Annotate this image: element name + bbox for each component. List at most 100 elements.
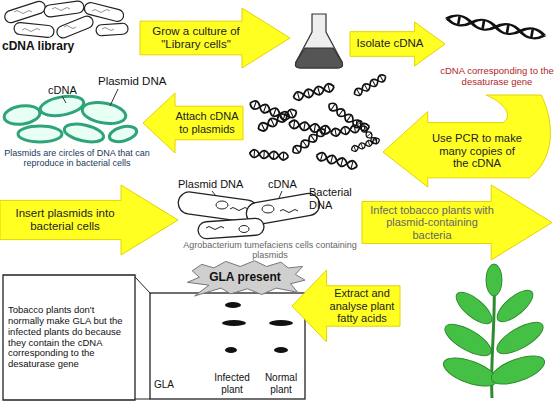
step-arrow: Grow a culture of "Library cells" [140,8,290,68]
step-arrow: Use PCR to make many copies of the cDNA [383,95,555,187]
cdna-copies [353,73,388,97]
text-area: GLA present [200,267,290,289]
agrobacterium-cells [206,227,224,230]
part-label: Plasmid DNA [178,178,258,191]
chromatogram [225,302,241,308]
step-arrow: Insert plasmids into bacterial cells [0,185,178,255]
plasmid-rings [3,104,41,127]
tobacco-plant [440,264,548,392]
note-text: Agrobacterium tumefaciens cells containi… [180,240,360,261]
axis-label: GLA [154,379,184,391]
library-bacteria [92,10,110,13]
step-arrow-text: Attach cDNA to plasmids [173,110,241,135]
step-arrow-outline [140,8,290,68]
agrobacterium-cells [239,226,249,233]
culture-flask [296,14,343,68]
step-arrow-text: Grow a culture of "Library cells" [146,25,246,51]
step-arrow-outline [350,22,445,66]
cdna-copies [249,73,388,170]
text-wrap: Extract and analyse plant fatty acids [326,287,398,325]
library-bacteria [102,28,114,31]
chromatogram [222,302,293,353]
result-burst: GLA present [185,260,305,296]
plasmid-rings [18,126,62,142]
library-bacteria [3,0,128,40]
agrobacterium-cells [230,208,248,211]
chromatogram [150,293,305,399]
step-arrow-text: Insert plasmids into bacterial cells [6,207,124,233]
library-bacteria [22,29,40,32]
chromatogram [225,347,237,353]
library-bacteria [96,23,129,36]
text-area: Tobacco plants don't normally make GLA b… [8,279,130,396]
text-wrap: Insert plasmids into bacterial cells [6,207,124,233]
plasmid-rings [81,99,128,126]
agrobacterium-cells [177,191,321,240]
step-arrow-text: Extract and analyse plant fatty acids [326,287,398,325]
library-bacteria [64,26,76,29]
step-arrow-outline [0,185,178,255]
text-area: Use PCR to make many copies of the cDNA [431,125,523,177]
cdna-copies [292,82,335,101]
step-arrow-outline [362,185,552,260]
part-label: Plasmid DNA [98,75,178,88]
callout-lines [135,277,150,293]
cdna-copies [249,149,289,160]
step-arrow-outline [143,93,243,153]
text-area: Insert plasmids into bacterial cells [6,200,124,240]
text-wrap: Tobacco plants don't normally make GLA b… [8,305,130,371]
chromatogram [150,293,305,399]
chromatogram [222,320,246,326]
note-text: Plasmids are circles of DNA that can rep… [2,148,152,169]
step-arrow-text: Infect tobacco plants with plasmid-conta… [368,204,496,242]
library-bacteria [14,8,114,32]
agrobacterium-cells [216,201,228,209]
part-label: cDNA library [2,40,112,54]
text-wrap: Attach cDNA to plasmids [173,110,241,135]
culture-flask [296,14,343,68]
culture-flask [296,48,343,68]
tobacco-plant [440,352,500,392]
step-arrow: Attach cDNA to plasmids [143,93,243,153]
plasmid-rings [39,93,85,118]
step-arrow: Extract and analyse plant fatty acids [292,270,400,342]
note-box: Tobacco plants don't normally make GLA b… [3,275,135,400]
tobacco-plant [440,264,548,398]
note-box-outline [3,275,135,400]
leader-line [110,89,118,106]
text-wrap: Isolate cDNA [354,37,426,50]
plasmid-rings [63,121,105,145]
text-area: Isolate cDNA [354,32,426,56]
plasmid-rings [108,124,139,145]
cdna-strand [446,14,545,41]
text-wrap: Infect tobacco plants with plasmid-conta… [368,204,496,242]
callout-lines [135,399,150,400]
text-wrap: Grow a culture of "Library cells" [146,25,246,51]
step-arrow-outline [292,270,400,342]
agrobacterium-cells [262,205,274,213]
part-label: cDNA [268,178,308,191]
cdna-copies [315,151,358,170]
text-area: Infect tobacco plants with plasmid-conta… [368,201,496,244]
step-arrow-outline [383,95,550,187]
tobacco-plant [492,316,547,359]
agrobacterium-cells [206,201,298,233]
library-bacteria [43,0,84,17]
leader-line [62,96,66,103]
step-arrow: Isolate cDNA [350,22,445,66]
library-bacteria [13,22,54,38]
cdna-copies [350,137,380,153]
tobacco-plant [440,318,495,361]
text-wrap: Use PCR to make many copies of the cDNA [431,132,523,171]
chromatogram [269,320,293,326]
agrobacterium-cells [198,218,265,240]
text-area: Grow a culture of "Library cells" [146,21,246,55]
cdna-strand [446,14,545,41]
callout-lines [135,277,150,399]
cdna-copies [291,127,327,156]
agrobacterium-cells [280,210,298,213]
part-label: Bacterial DNA [309,186,359,211]
text-area: Attach cDNA to plasmids [173,106,241,140]
axis-label: Infected plant [205,372,259,395]
result-burst-text: GLA present [200,271,290,285]
